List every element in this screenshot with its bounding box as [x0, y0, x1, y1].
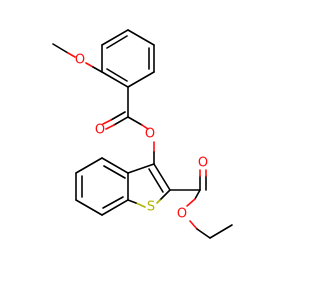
- bond-ring1-f-inner: [106, 68, 128, 82]
- bond-ethyl-ch2: [196, 228, 211, 239]
- ester-oxygen-1-label: O: [145, 127, 155, 142]
- bond-ethyl-o: [189, 220, 198, 230]
- bond-c7-c7a: [101, 199, 129, 216]
- bond-ring1-c: [127, 29, 155, 46]
- molecule-diagram: O O O O O S: [52, 29, 233, 239]
- bond-s-c7a: [127, 199, 137, 204]
- bond-c2-s: [159, 189, 171, 201]
- bond-s-c7a-yel: [135, 202, 146, 208]
- bond-c2-s-yel: [156, 199, 161, 204]
- bond-c3-c2-inner: [148, 168, 164, 193]
- ester-oxygen-2-label: O: [177, 207, 187, 222]
- bond-c3-c3a: [127, 163, 155, 174]
- carbonyl-oxygen-1-label: O: [95, 123, 105, 138]
- bond-carbonyl1-double-a-o: [105, 124, 115, 130]
- bond-c6-c7: [75, 199, 103, 216]
- thiophene-sulfur-label: S: [147, 200, 155, 215]
- bond-carbonyl2-ester: [194, 189, 201, 200]
- methoxy-oxygen-label: O: [75, 53, 85, 68]
- bond-methoxy-ring: [92, 66, 103, 73]
- bond-carbonyl1-double-a: [113, 116, 129, 126]
- bond-c4-c5: [75, 157, 103, 174]
- bond-ring1-f: [101, 71, 129, 88]
- bond-c3-c2: [153, 163, 171, 191]
- bond-carbonyl2-ester-o: [186, 198, 196, 207]
- bond-c7-c7a-inner: [102, 196, 124, 209]
- bond-ring1-b-inner: [106, 35, 128, 49]
- bond-methyl-methoxy-o: [67, 52, 76, 58]
- bond-c3a-c4: [101, 157, 129, 174]
- bond-ring1-b: [101, 29, 129, 46]
- bond-methyl-methoxy: [52, 43, 69, 54]
- bond-carbonyl1-double-b-o: [102, 119, 112, 125]
- bond-ring1-e: [127, 71, 155, 88]
- bond-carbonyl1-ester: [127, 116, 143, 126]
- bond-ethyl-ch3: [209, 224, 233, 239]
- bond-carbonyl1-double-b: [110, 111, 126, 121]
- bond-c3a-c4-inner: [103, 165, 126, 179]
- bond-methoxy-o-ring: [85, 62, 94, 68]
- bond-carbonyl1-ester-o: [141, 124, 149, 130]
- carbonyl-oxygen-2-label: O: [198, 156, 208, 171]
